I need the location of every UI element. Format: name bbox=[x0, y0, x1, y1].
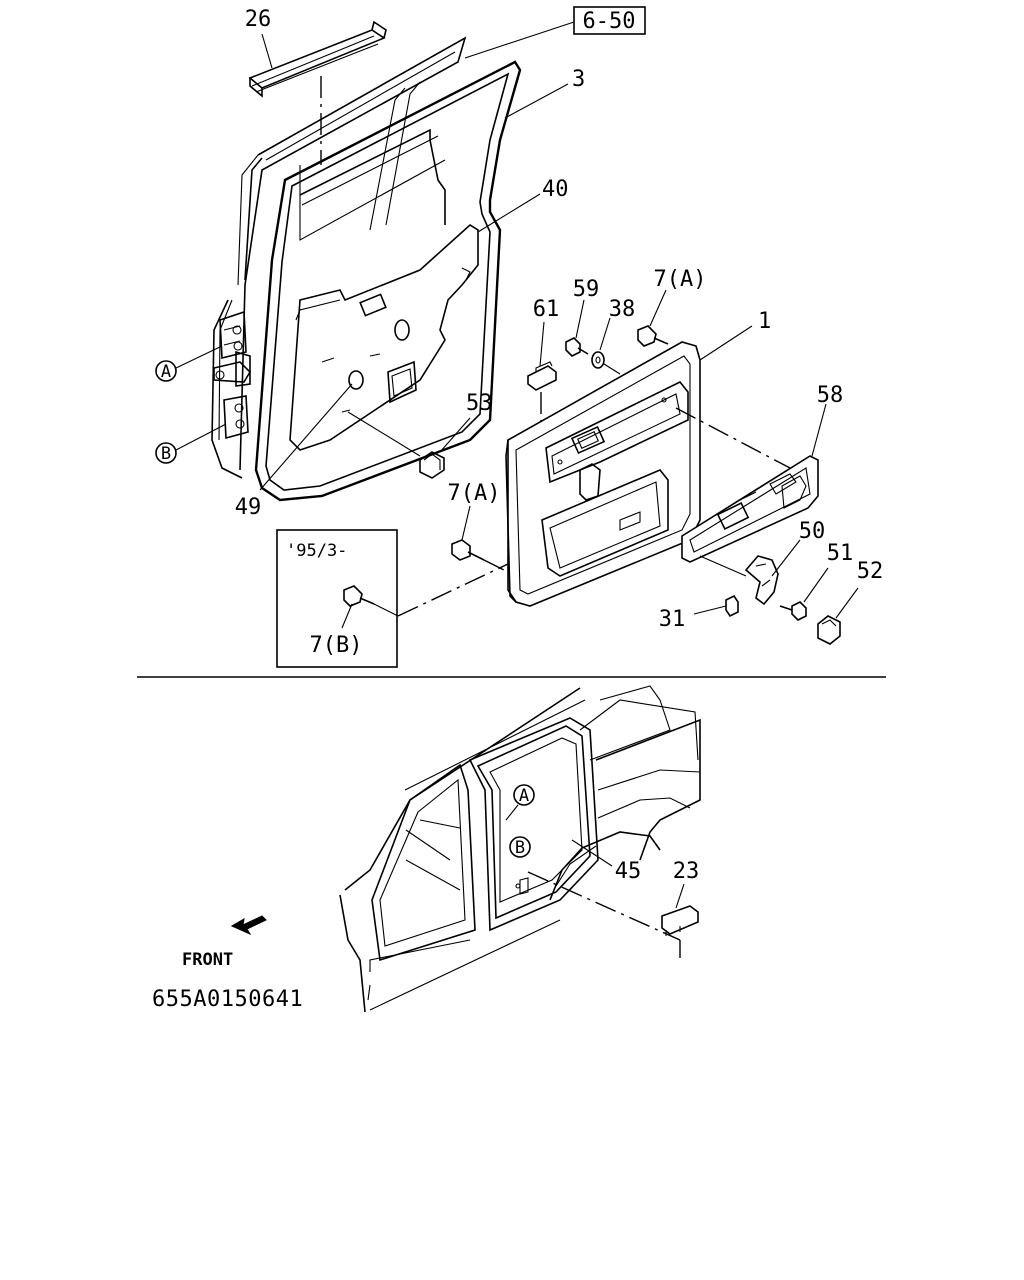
dash-38 bbox=[603, 363, 621, 375]
callout-53: 53 bbox=[466, 391, 493, 416]
upper-hinge bbox=[219, 310, 247, 360]
part-50-handle[interactable] bbox=[744, 555, 779, 606]
part-51-screw[interactable] bbox=[779, 601, 807, 621]
callout-31: 31 bbox=[659, 607, 686, 632]
leader-59 bbox=[575, 299, 585, 339]
callout-52: 52 bbox=[857, 559, 884, 584]
callout-59: 59 bbox=[573, 277, 600, 302]
front-label: FRONT bbox=[182, 950, 233, 970]
callout-23: 23 bbox=[673, 859, 700, 884]
callout-7a-mid: 7(A) bbox=[448, 481, 501, 506]
part-53-clip[interactable] bbox=[419, 451, 445, 479]
inset-box-95-3: '95/3- 7(B) bbox=[276, 529, 398, 668]
dash-7a-mid bbox=[483, 559, 509, 573]
door-shell[interactable] bbox=[211, 36, 467, 479]
part-58-trim-strip[interactable] bbox=[681, 455, 819, 563]
marker-b-body[interactable]: B bbox=[509, 836, 531, 858]
part-7a-mid-fastener[interactable] bbox=[451, 539, 485, 561]
marker-a-body-letter: A bbox=[519, 786, 529, 806]
leader-3 bbox=[504, 83, 569, 119]
callout-7b: 7(B) bbox=[310, 633, 363, 658]
leader-7a-mid bbox=[461, 505, 471, 541]
leader-7a-top bbox=[649, 289, 667, 327]
callout-45: 45 bbox=[615, 859, 642, 884]
leader-31 bbox=[693, 605, 727, 615]
callout-40: 40 bbox=[542, 177, 569, 202]
lower-hinge bbox=[223, 395, 249, 440]
dash-23-a bbox=[527, 871, 681, 941]
vehicle-body-side[interactable] bbox=[339, 685, 701, 1013]
leader-23 bbox=[675, 883, 685, 909]
ref-leader bbox=[464, 21, 575, 59]
callout-51: 51 bbox=[827, 541, 854, 566]
part-61-clip[interactable] bbox=[527, 361, 557, 391]
leader-a-left bbox=[175, 345, 223, 369]
dash-50 bbox=[699, 555, 747, 577]
part-7b-fastener[interactable] bbox=[343, 585, 375, 607]
dash-53 bbox=[347, 411, 421, 457]
leader-b-left bbox=[175, 423, 227, 451]
inset-label: '95/3- bbox=[286, 541, 347, 561]
leader-1 bbox=[699, 325, 753, 361]
leader-49 bbox=[259, 383, 353, 491]
callout-49: 49 bbox=[235, 495, 262, 520]
callout-38: 38 bbox=[609, 297, 636, 322]
leader-51 bbox=[803, 567, 829, 603]
leader-45 bbox=[571, 839, 613, 867]
part-31-clip[interactable] bbox=[725, 594, 739, 618]
dash-7b-a bbox=[373, 603, 399, 617]
callout-1: 1 bbox=[758, 309, 771, 334]
leader-58 bbox=[811, 403, 827, 457]
part-38-washer[interactable] bbox=[591, 351, 605, 369]
part-26-weatherstrip[interactable] bbox=[248, 20, 387, 98]
dash-7b-b bbox=[397, 563, 509, 617]
diagram-code: 655A0150641 bbox=[152, 987, 303, 1012]
leader-52 bbox=[835, 587, 859, 619]
leader-26 bbox=[261, 33, 273, 69]
leader-61 bbox=[539, 321, 545, 367]
front-arrow-icon bbox=[230, 915, 267, 936]
leader-40 bbox=[477, 193, 541, 233]
callout-61: 61 bbox=[533, 297, 560, 322]
part-3-door-seal[interactable] bbox=[254, 60, 522, 502]
part-1-door-trim[interactable] bbox=[505, 341, 701, 607]
leader-53 bbox=[439, 417, 471, 453]
callout-50: 50 bbox=[799, 519, 826, 544]
part-59-screw[interactable] bbox=[565, 337, 589, 357]
marker-a-body[interactable]: A bbox=[513, 784, 535, 806]
callout-58: 58 bbox=[817, 383, 844, 408]
leader-7b bbox=[341, 603, 353, 629]
marker-b-left-letter: B bbox=[161, 444, 171, 464]
part-7a-top-fastener[interactable] bbox=[637, 325, 669, 347]
dash-1-58 bbox=[675, 407, 791, 469]
part-23-cap[interactable] bbox=[661, 905, 699, 936]
leader-a-body bbox=[505, 804, 519, 821]
marker-b-body-letter: B bbox=[515, 838, 525, 858]
leader-38 bbox=[599, 317, 611, 351]
marker-a-left-letter: A bbox=[161, 362, 171, 382]
part-52-cap[interactable] bbox=[817, 615, 841, 645]
marker-a-left[interactable]: A bbox=[155, 360, 177, 382]
leader-50 bbox=[771, 539, 801, 577]
ref-box[interactable]: 6-50 bbox=[573, 6, 646, 35]
door-inner-panel[interactable] bbox=[289, 128, 479, 451]
callout-26: 26 bbox=[245, 7, 272, 32]
ref-box-label: 6-50 bbox=[583, 9, 636, 34]
callout-3: 3 bbox=[572, 67, 585, 92]
callout-7a-top: 7(A) bbox=[654, 267, 707, 292]
marker-b-left[interactable]: B bbox=[155, 442, 177, 464]
